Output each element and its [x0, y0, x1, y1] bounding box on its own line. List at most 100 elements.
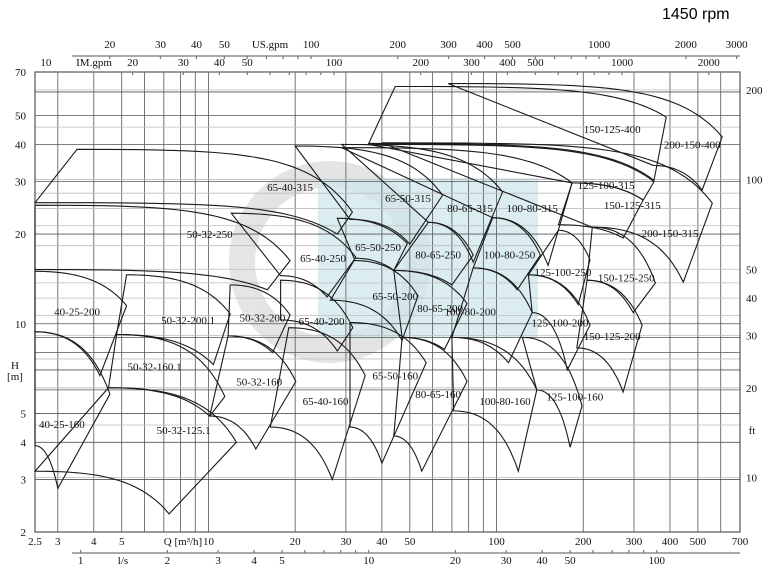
x4_axis_im_gpm-tick-label: 40 — [214, 57, 226, 69]
x-tick-label: 700 — [732, 536, 749, 548]
x2_axis_ls-label: l/s — [118, 555, 128, 567]
pump-region-100-80-160 — [451, 336, 538, 474]
pump-region-200-150-400 — [448, 83, 723, 192]
x2_axis_ls-tick-label: 3 — [215, 555, 221, 567]
pump-label: 50-32-160 — [236, 377, 282, 389]
pump-region-80-65-160 — [393, 336, 468, 473]
x-tick-label: 5 — [119, 536, 125, 548]
pump-label: 65-40-160 — [303, 396, 349, 408]
x4_axis_im_gpm-tick-label: 200 — [412, 57, 429, 69]
y-tick-label: 10 — [15, 319, 27, 331]
x4_axis_im_gpm-tick-label: 50 — [242, 57, 254, 69]
pump-region-65-50-315 — [294, 145, 444, 246]
x2_axis_ls-tick-label: 10 — [363, 555, 375, 567]
x3_axis_us_gpm-tick-label: 100 — [303, 39, 320, 51]
x4_axis_im_gpm-tick-label: 10 — [40, 57, 52, 69]
pump-region-50-32-125.1 — [33, 387, 238, 515]
pump-label: 100-80-200 — [445, 306, 497, 318]
watermark-logo — [229, 161, 538, 363]
pump-label: 65-50-200 — [372, 291, 418, 303]
x-tick-label: 30 — [340, 536, 352, 548]
pump-region-65-50-200 — [329, 260, 419, 342]
y2-tick-label: 30 — [746, 330, 758, 342]
y2-axis-label: ft — [749, 425, 756, 437]
x2_axis_ls-tick-label: 2 — [165, 555, 171, 567]
y-tick-label: 30 — [15, 177, 27, 189]
x-tick-label: 20 — [290, 536, 302, 548]
pump-label: 65-40-315 — [267, 182, 313, 194]
pump-label: 50-32-250 — [187, 229, 233, 241]
pump-region-65-50-160 — [349, 321, 427, 465]
x-tick-label: 2.5 — [28, 536, 42, 548]
pump-label: 80-65-250 — [415, 249, 461, 261]
y-tick-label: 5 — [21, 408, 27, 420]
pump-region-200-150-315 — [381, 142, 713, 284]
x-tick-label: 200 — [575, 536, 592, 548]
watermark-gear-icon — [229, 161, 431, 363]
pump-region-40-25-200 — [34, 270, 128, 377]
y2-tick-label: 200 — [746, 85, 763, 97]
x3_axis_us_gpm-tick-label: 50 — [219, 39, 231, 51]
pump-label: 150-125-200 — [584, 331, 641, 343]
pump-region-150-125-400 — [367, 85, 667, 182]
pump-label: 65-40-200 — [299, 316, 345, 328]
x-tick-label: 40 — [376, 536, 388, 548]
x3_axis_us_gpm-label: US.gpm — [252, 39, 289, 51]
pump-region-65-40-315 — [33, 148, 354, 235]
x4_axis_im_gpm-tick-label: 500 — [527, 57, 544, 69]
speed-title: 1450 rpm — [662, 6, 730, 23]
x2_axis_ls-tick-label: 30 — [501, 555, 513, 567]
x4_axis_im_gpm-tick-label: 2000 — [698, 57, 721, 69]
pump-label: 125-100-160 — [546, 391, 603, 403]
x2_axis_ls-tick-label: 100 — [649, 555, 666, 567]
y2-tick-label: 40 — [746, 293, 758, 305]
pump-label: 40-25-200 — [54, 306, 100, 318]
y2-tick-label: 10 — [746, 472, 758, 484]
x-tick-label: 10 — [203, 536, 215, 548]
x3_axis_us_gpm-tick-label: 300 — [440, 39, 457, 51]
pump-label: 80-65-200 — [417, 303, 463, 315]
x3_axis_us_gpm-tick-label: 40 — [191, 39, 203, 51]
x-tick-label: 50 — [404, 536, 416, 548]
x2_axis_ls-tick-label: 1 — [78, 555, 84, 567]
y2-tick-label: 50 — [746, 264, 758, 276]
pump-label: 50-32-160.1 — [128, 361, 182, 373]
pump-label: 80-65-160 — [415, 389, 461, 401]
x4_axis_im_gpm-tick-label: 1000 — [611, 57, 634, 69]
pump-label: 100-80-315 — [507, 203, 559, 215]
y-axis-unit: [m] — [7, 371, 23, 383]
x2_axis_ls-tick-label: 40 — [537, 555, 549, 567]
pump-region-40-25-160 — [34, 331, 111, 491]
y-tick-label: 4 — [21, 437, 27, 449]
pump-label: 65-50-315 — [385, 193, 431, 205]
x4_axis_im_gpm-tick-label: 20 — [127, 57, 139, 69]
y-tick-label: 50 — [15, 111, 27, 123]
pump-label: 200-150-400 — [664, 139, 721, 151]
x2_axis_ls-tick-label: 4 — [251, 555, 257, 567]
x-tick-label: 400 — [662, 536, 679, 548]
pump-region-65-40-160 — [269, 327, 366, 482]
pump-label: 65-50-160 — [372, 371, 418, 383]
pump-label: 150-125-400 — [584, 124, 641, 136]
pump-region-125-100-160 — [521, 336, 583, 448]
pump-label: 125-100-250 — [535, 267, 592, 279]
x-tick-label: 4 — [91, 536, 97, 548]
pump-label: 100-80-250 — [484, 249, 536, 261]
y-tick-label: 3 — [21, 475, 27, 487]
pump-label: 50-32-125.1 — [157, 425, 211, 437]
x3_axis_us_gpm-tick-label: 2000 — [675, 39, 698, 51]
x-axis-label: Q [m³/h] — [164, 536, 202, 548]
x3_axis_us_gpm-tick-label: 1000 — [588, 39, 611, 51]
pump-region-150-125-250 — [586, 226, 657, 314]
y-tick-label: 20 — [15, 229, 27, 241]
pump-label: 125-100-315 — [578, 180, 635, 192]
x4_axis_im_gpm-tick-label: 100 — [326, 57, 343, 69]
x4_axis_im_gpm-tick-label: 30 — [178, 57, 190, 69]
pump-label: 50-32-200.1 — [161, 315, 215, 327]
y-tick-label: 40 — [15, 139, 27, 151]
pump-region-125-100-250 — [527, 229, 591, 306]
pump-region-150-125-315 — [557, 182, 644, 239]
x3_axis_us_gpm-tick-label: 400 — [476, 39, 493, 51]
pump-label: 125-100-200 — [532, 317, 589, 329]
pump-label: 65-40-250 — [300, 253, 346, 265]
